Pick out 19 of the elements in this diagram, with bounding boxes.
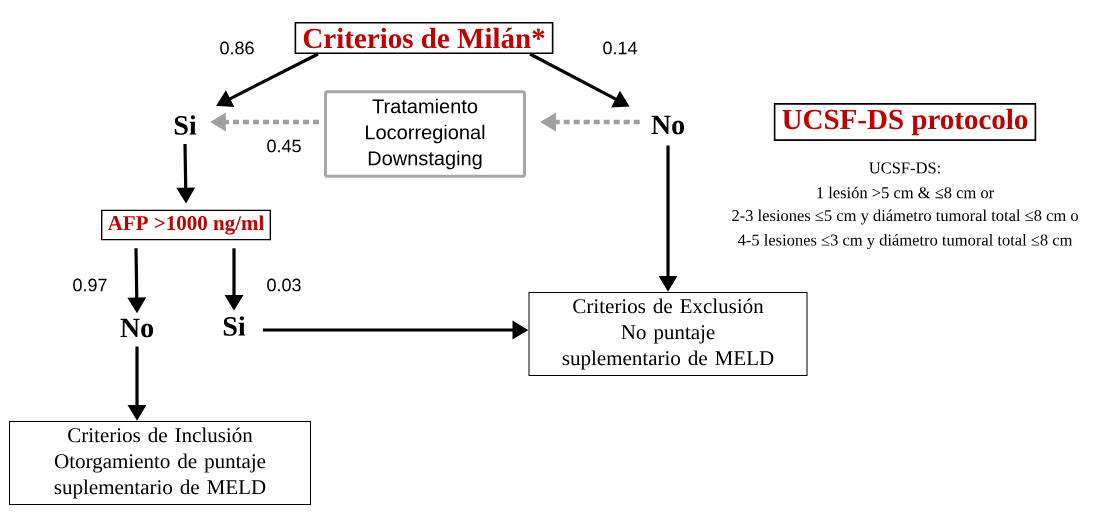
edge-label: 0.86 (218, 40, 256, 56)
answer-text: No (651, 115, 685, 135)
title-box: UCSF-DS protocolo (773, 103, 1037, 141)
decision-box: AFP >1000 ng/ml (101, 209, 271, 241)
criteria-text: 4-5 lesiones ≤3 cm y diámetro tumoral total ≤8 cm (737, 234, 1073, 249)
answer-text: Si (223, 316, 246, 336)
criteria-text: 1 lesión >5 cm & ≤8 cm or (817, 186, 995, 199)
criteria-box: Criterios de Inclusión Otorgamiento de puntaje suplementario de MELD (9, 420, 311, 506)
answer-text: No (120, 318, 154, 338)
edge-label: 0.14 (601, 40, 639, 56)
title-box: Criterios de Milán* (294, 22, 554, 54)
criteria-text: UCSF-DS: (869, 162, 940, 174)
treatment-box: Tratamiento Locorregional Downstaging (324, 90, 526, 178)
answer-text: Si (174, 115, 197, 135)
edge-label: 0.97 (71, 277, 109, 293)
edge-label: 0.45 (265, 138, 303, 154)
edge-label: 0.03 (265, 277, 303, 293)
criteria-text: 2-3 lesiones ≤5 cm y diámetro tumoral total ≤8 cm o (732, 209, 1078, 225)
criteria-box: Criterios de Exclusión No puntaje suplementario de MELD (528, 291, 808, 377)
